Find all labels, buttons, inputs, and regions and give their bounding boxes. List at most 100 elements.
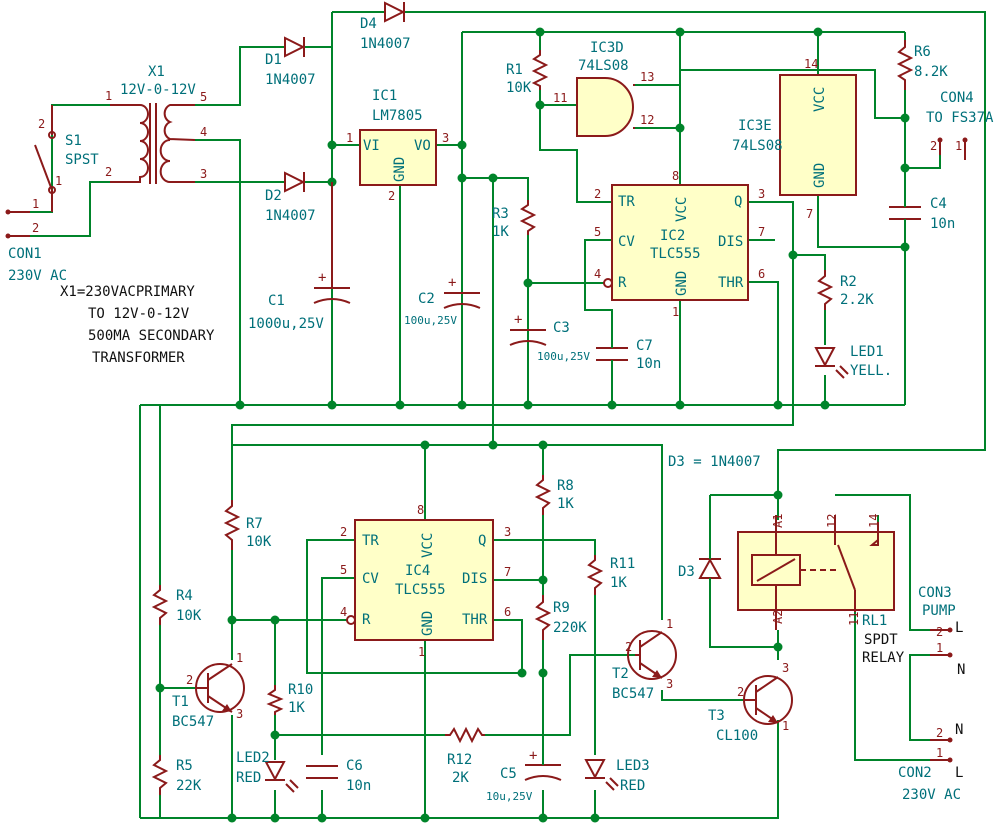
ic2-thr: THR	[718, 275, 744, 291]
ic3e-gate-power	[779, 74, 857, 196]
ic3e-value: 74LS08	[732, 138, 783, 154]
ic4-value: TLC555	[395, 582, 446, 598]
c5-ref: C5	[500, 766, 517, 782]
ic2-pin5: 5	[594, 225, 601, 239]
r2-resistor	[816, 270, 834, 310]
t2-value: BC547	[612, 686, 654, 702]
r11-resistor	[586, 555, 604, 595]
c6-ref: C6	[346, 758, 363, 774]
con1-pin1: 1	[32, 197, 39, 211]
r4-resistor	[151, 585, 169, 625]
svg-text:+: +	[529, 748, 537, 764]
ic4-dis: DIS	[462, 571, 487, 587]
s1-value: SPST	[65, 152, 99, 168]
labels: 1 2 CON1 230V AC S1 SPST 2 1 X1 12V-0-12…	[8, 16, 994, 803]
c3-value: 100u,25V	[537, 350, 590, 363]
ic2-gnd: GND	[674, 271, 690, 296]
con3-ref: CON3	[918, 585, 952, 601]
note-line2: TO 12V-0-12V	[88, 306, 190, 322]
ic2-pin4: 4	[594, 267, 601, 281]
x1-pin5: 5	[200, 90, 207, 104]
r11-ref: R11	[610, 556, 635, 572]
ic1-gnd: GND	[392, 157, 408, 182]
d1-ref: D1	[265, 52, 282, 68]
rl1-pin14: 14	[867, 514, 881, 528]
note-line3: 500MA SECONDARY	[88, 328, 215, 344]
led3-ref: LED3	[616, 758, 650, 774]
con2-value: 230V AC	[902, 787, 961, 803]
c7-value: 10n	[636, 356, 661, 372]
d1-diode	[284, 36, 306, 58]
rl1-value: SPDT	[864, 632, 898, 648]
r7-value: 10K	[246, 534, 272, 550]
t3-pin1: 1	[782, 719, 789, 733]
ic4-vcc: VCC	[420, 533, 436, 558]
con2-n: N	[955, 722, 963, 738]
ic3e-pin7: 7	[806, 207, 813, 221]
c7-ref: C7	[636, 338, 653, 354]
r12-ref: R12	[447, 752, 472, 768]
rl1-value2: RELAY	[862, 650, 905, 666]
rl1-a2: A2	[771, 610, 785, 624]
r2-ref: R2	[840, 274, 857, 290]
led1-ref: LED1	[850, 344, 884, 360]
c1-value: 1000u,25V	[248, 316, 324, 332]
r6-value: 8.2K	[914, 64, 948, 80]
ic4-q: Q	[478, 533, 486, 549]
ic4-tr: TR	[362, 533, 379, 549]
ic2-dis: DIS	[718, 234, 743, 250]
r1-value: 10K	[506, 80, 532, 96]
ic2-timer	[603, 184, 749, 301]
s1-switch	[34, 105, 56, 212]
t2-pin1: 1	[666, 617, 673, 631]
con4-pin1: 1	[955, 139, 962, 153]
c6-capacitor	[306, 765, 338, 779]
con3-connector	[930, 627, 953, 658]
t2-pin3: 3	[666, 677, 673, 691]
r10-ref: R10	[288, 682, 313, 698]
x1-value: 12V-0-12V	[120, 82, 196, 98]
rl1-a1: A1	[771, 514, 785, 528]
con4-pin2: 2	[930, 139, 937, 153]
con1-pin2: 2	[32, 221, 39, 235]
c4-value: 10n	[930, 216, 955, 232]
r5-ref: R5	[176, 758, 193, 774]
c5-capacitor: +	[524, 748, 562, 781]
d4-ref: D4	[360, 16, 377, 32]
ic4-r: R	[362, 612, 371, 628]
c1-ref: C1	[268, 293, 285, 309]
rl1-pin11: 11	[847, 612, 861, 626]
ic2-cv: CV	[618, 234, 635, 250]
x1-pin3: 3	[200, 167, 207, 181]
ic4-timer	[346, 519, 494, 641]
r4-ref: R4	[176, 588, 193, 604]
t2-transistor	[627, 630, 677, 680]
con3-l: L	[955, 620, 963, 636]
d2-value: 1N4007	[265, 208, 316, 224]
ic1-vi: VI	[363, 138, 380, 154]
t2-pin2: 2	[625, 640, 632, 654]
t3-ref: T3	[708, 708, 725, 724]
s1-pin2: 2	[38, 117, 45, 131]
r10-value: 1K	[288, 700, 305, 716]
ic4-pin6: 6	[504, 605, 511, 619]
con4-ref: CON4	[940, 90, 974, 106]
ic3e-ref: IC3E	[738, 118, 772, 134]
r11-value: 1K	[610, 575, 627, 591]
led1-value: YELL.	[850, 363, 892, 379]
t3-value: CL100	[716, 728, 758, 744]
c3-capacitor: +	[509, 312, 547, 346]
x1-ref: X1	[148, 64, 165, 80]
r9-resistor	[534, 595, 552, 640]
d2-diode	[284, 171, 306, 193]
led2-ref: LED2	[236, 750, 270, 766]
d1-value: 1N4007	[265, 72, 316, 88]
ic1-vo: VO	[414, 138, 431, 154]
c5-value: 10u,25V	[486, 790, 533, 803]
con3-pin2: 2	[936, 625, 943, 639]
ic2-pin6: 6	[758, 267, 765, 281]
ic2-value: TLC555	[650, 246, 701, 262]
note-line1: X1=230VACPRIMARY	[60, 284, 195, 300]
r1-resistor	[531, 50, 549, 90]
